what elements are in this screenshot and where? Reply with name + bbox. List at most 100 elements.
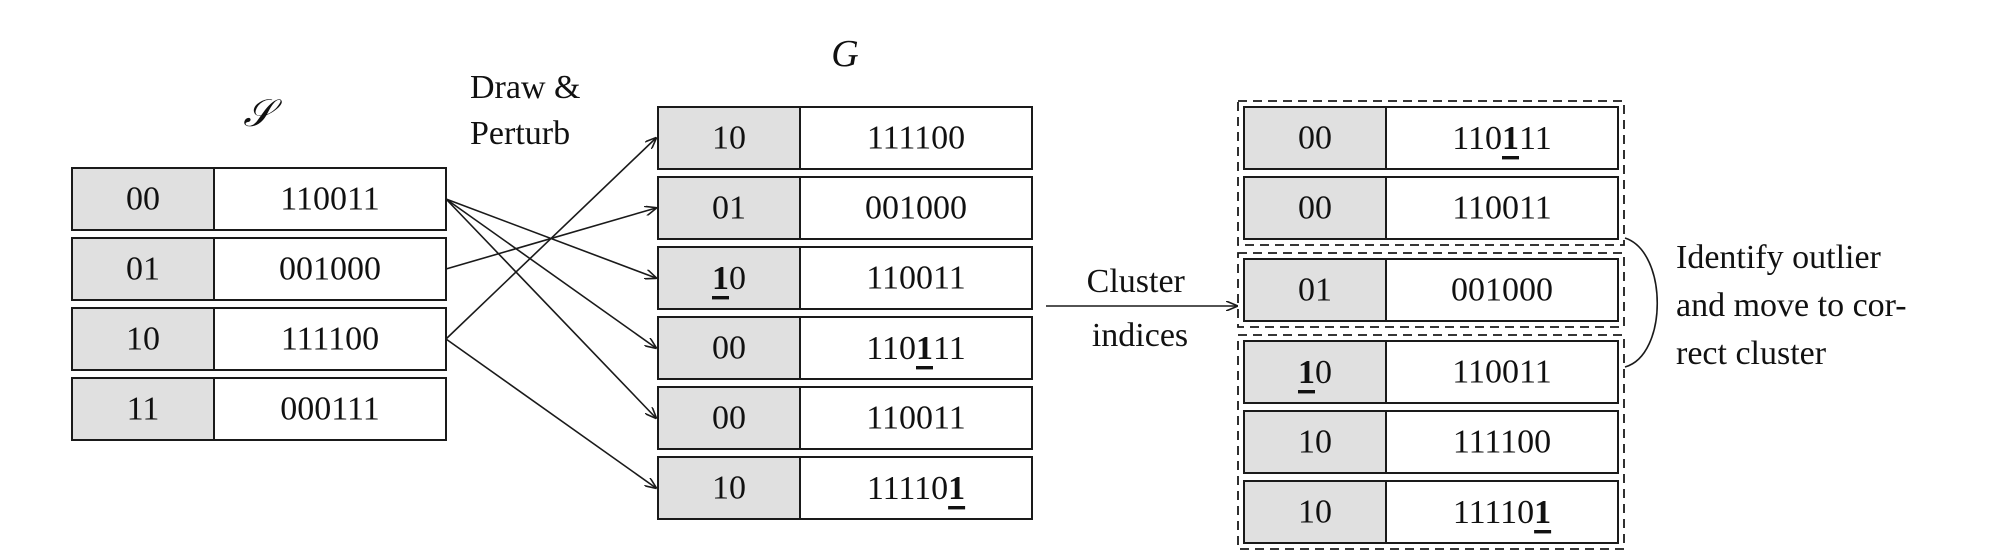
edge-s0-g3 — [445, 198, 656, 348]
perturbed-bit: 1 — [1298, 354, 1315, 391]
cluster-key-cell — [1243, 176, 1387, 240]
cluster-key: 00 — [1298, 190, 1332, 227]
set-s-key-cell — [71, 237, 215, 301]
cluster-indices-label: Cluster indices — [1087, 263, 1194, 354]
cluster-key-cell — [1243, 480, 1387, 544]
set-s-key: 10 — [126, 321, 160, 358]
cluster-group: 00 110111 00 110011 — [1237, 100, 1625, 246]
set-g-key: 10 — [712, 470, 746, 507]
cluster-row: 00 110111 — [1243, 106, 1619, 170]
outlier-label: Identify outlier and move to cor- rect c… — [1676, 239, 1915, 372]
cluster-value: 110011 — [1452, 190, 1551, 227]
cluster-row: 01 001000 — [1243, 258, 1619, 322]
set-g-row: 10 110011 — [657, 246, 1033, 310]
cluster-key: 00 — [1298, 120, 1332, 157]
set-s-value-cell — [213, 377, 447, 441]
set-g-value-cell — [799, 316, 1033, 380]
cluster-row: 10 111101 — [1243, 480, 1619, 544]
cluster-group: 10 110011 10 111100 10 111101 — [1237, 334, 1625, 550]
set-g-value-cell — [799, 246, 1033, 310]
outlier-line-3: rect cluster — [1676, 335, 1827, 372]
cluster-indices-line-1: Cluster — [1087, 263, 1186, 300]
edge-s2-g0 — [445, 138, 656, 340]
perturbed-bit: 1 — [712, 260, 729, 297]
set-s-key-cell — [71, 167, 215, 231]
perturbed-bit: 1 — [1502, 120, 1519, 157]
edge-s0-g4 — [445, 198, 656, 418]
set-g-value: 111100 — [867, 120, 965, 157]
cluster-value: 110011 — [1452, 354, 1551, 391]
set-s-key-cell — [71, 307, 215, 371]
cluster-value-cell — [1385, 340, 1619, 404]
set-g-key-cell — [657, 456, 801, 520]
set-s-key-cell — [71, 377, 215, 441]
set-s-value-cell — [213, 307, 447, 371]
set-g-value-cell — [799, 176, 1033, 240]
cluster-key: 10 — [1298, 354, 1332, 391]
set-g-row: 10 111100 — [657, 106, 1033, 170]
set-s-value: 001000 — [279, 251, 381, 288]
outlier-line-2: and move to cor- — [1676, 287, 1907, 324]
cluster-value-cell — [1385, 176, 1619, 240]
set-g-value: 001000 — [865, 190, 967, 227]
set-g-value-cell — [799, 386, 1033, 450]
cluster-key: 10 — [1298, 494, 1332, 531]
cluster-key: 01 — [1298, 272, 1332, 309]
draw-perturb-line-2: Perturb — [470, 115, 570, 152]
set-g-key-cell — [657, 246, 801, 310]
cluster-row: 00 110011 — [1243, 176, 1619, 240]
set-g-key: 10 — [712, 120, 746, 157]
perturbed-bit: 1 — [916, 330, 933, 367]
cluster-dashed-box — [1237, 100, 1625, 246]
set-s-key: 00 — [126, 181, 160, 218]
draw-perturb-label: Draw & Perturb — [470, 69, 589, 152]
set-g-value: 110011 — [866, 260, 965, 297]
set-g-key: 00 — [712, 330, 746, 367]
cluster-dashed-box — [1237, 252, 1625, 328]
set-g-value: 110111 — [866, 330, 966, 367]
set-s-value-cell — [213, 167, 447, 231]
set-g-value: 110011 — [866, 400, 965, 437]
cluster-key-cell — [1243, 410, 1387, 474]
cluster-value: 111100 — [1453, 424, 1551, 461]
cluster-value-cell — [1385, 258, 1619, 322]
cluster-value: 001000 — [1451, 272, 1553, 309]
perturbed-bit: 1 — [948, 470, 965, 507]
set-g-key: 10 — [712, 260, 746, 297]
set-s-value: 111100 — [281, 321, 379, 358]
cluster-key: 10 — [1298, 424, 1332, 461]
cluster-key-cell — [1243, 258, 1387, 322]
set-g-value: 111101 — [867, 470, 965, 507]
set-g-title: G — [831, 33, 858, 75]
outlier-move-bracket — [1624, 237, 1659, 368]
set-g-key: 00 — [712, 400, 746, 437]
set-s-key: 11 — [127, 391, 160, 428]
set-s-title: 𝒮 — [243, 93, 282, 135]
edge-s2-g5 — [445, 338, 656, 488]
cluster-indices-line-2: indices — [1092, 317, 1188, 354]
cluster-value: 111101 — [1453, 494, 1551, 531]
set-s-key: 01 — [126, 251, 160, 288]
set-s-row: 10 111100 — [71, 307, 447, 371]
cluster-value-cell — [1385, 106, 1619, 170]
perturbed-bit: 1 — [1534, 494, 1551, 531]
cluster-row: 10 111100 — [1243, 410, 1619, 474]
cluster-value: 110111 — [1452, 120, 1552, 157]
cluster-value-cell — [1385, 480, 1619, 544]
set-g-row: 10 111101 — [657, 456, 1033, 520]
set-g-row: 00 110011 — [657, 386, 1033, 450]
cluster-group: 01 001000 — [1237, 252, 1625, 328]
set-g-row: 00 110111 — [657, 316, 1033, 380]
cluster-value-cell — [1385, 410, 1619, 474]
draw-perturb-line-1: Draw & — [470, 69, 580, 106]
outlier-line-1: Identify outlier — [1676, 239, 1882, 276]
set-g-value-cell — [799, 106, 1033, 170]
draw-perturb-edges — [445, 138, 656, 488]
